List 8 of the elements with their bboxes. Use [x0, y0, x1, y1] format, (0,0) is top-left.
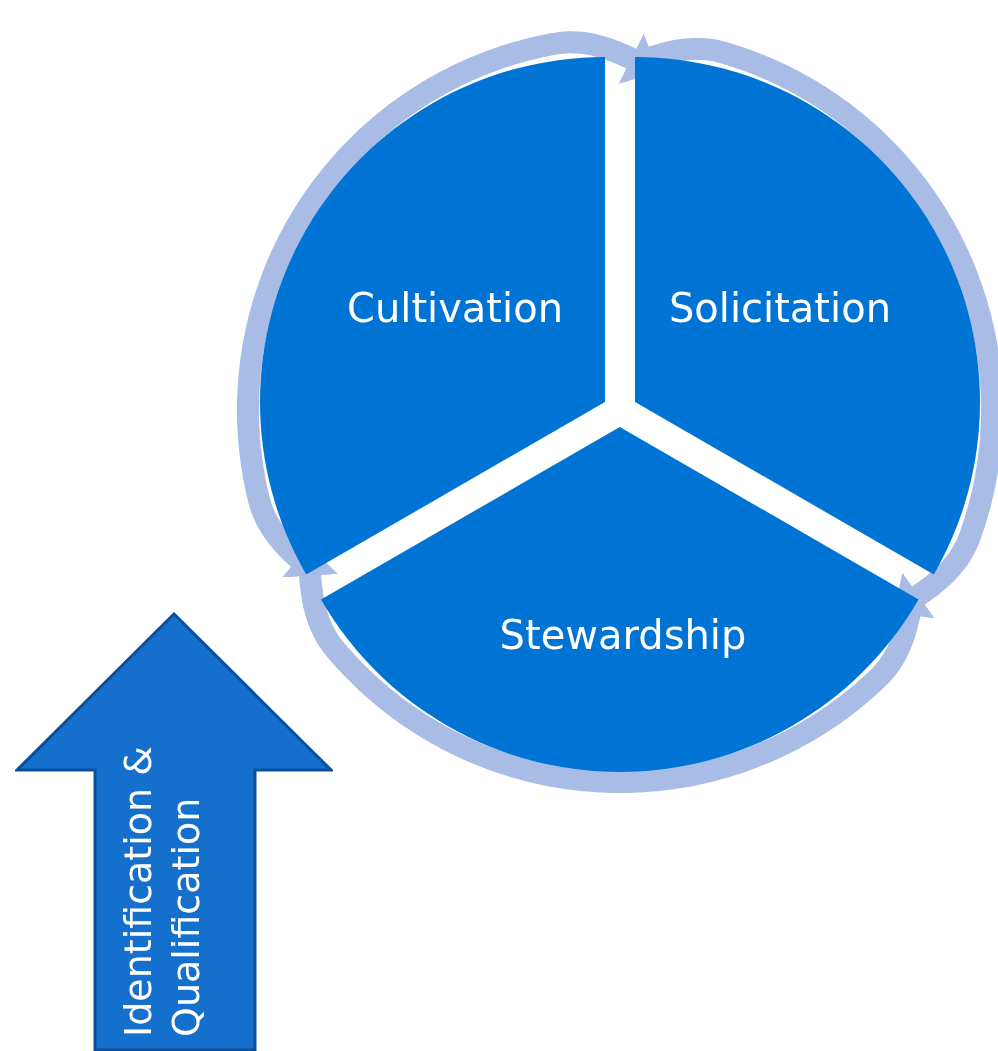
up-arrow-shape [15, 612, 333, 1051]
pie-segment [260, 56, 606, 574]
pie-segment [321, 427, 919, 772]
segment-label: Stewardship [499, 612, 747, 658]
arrow-label: Identification & Qualification [115, 745, 209, 1037]
segment-label: Cultivation [347, 285, 563, 331]
pie-segment [634, 56, 980, 574]
segment-label: Solicitation [669, 285, 891, 331]
